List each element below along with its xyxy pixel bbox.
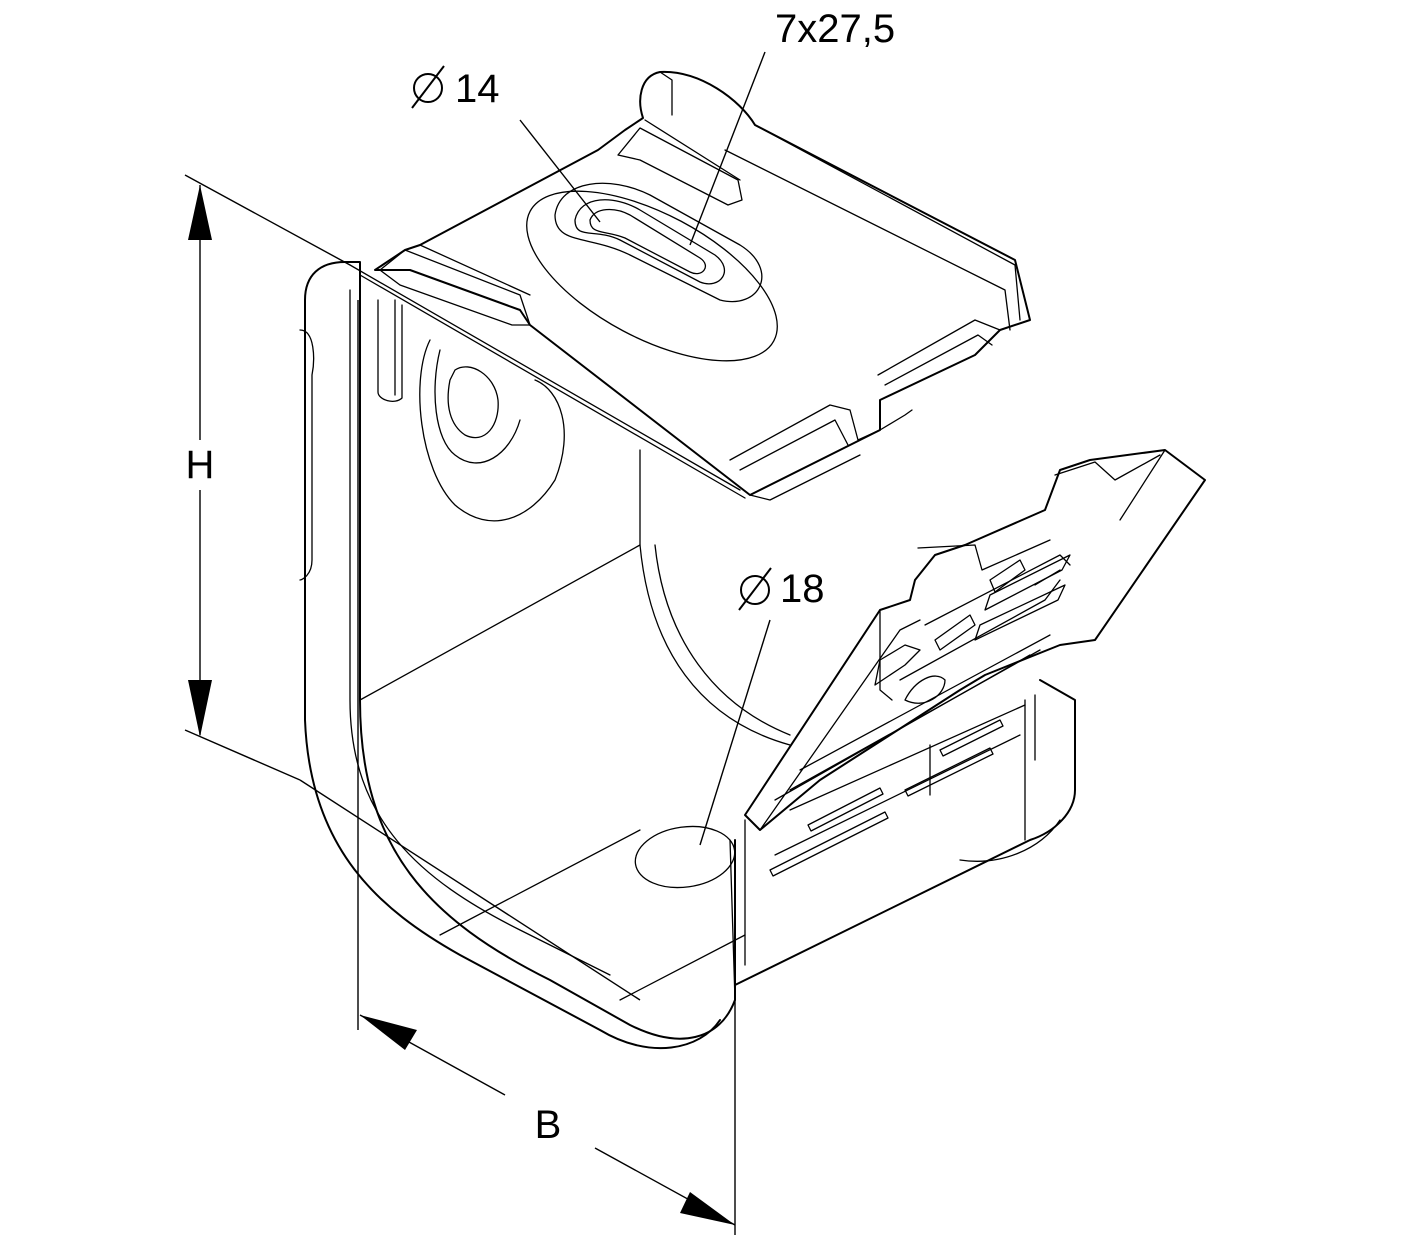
height-label: H: [186, 443, 215, 487]
bottom-hole: [634, 825, 736, 889]
top-plate: [349, 70, 1031, 501]
callout-hole-14: 14: [411, 65, 601, 223]
diameter-symbol-icon: [411, 65, 445, 109]
arrow-right: [680, 1192, 735, 1225]
width-label: B: [535, 1103, 562, 1147]
dimension-width: B: [299, 300, 736, 1235]
folded-label-tab: [744, 449, 1206, 831]
arrow-down: [188, 680, 212, 737]
callout-hole-18: 18: [699, 567, 825, 846]
dimension-height: H: [180, 174, 351, 781]
side-slots: [769, 704, 1026, 877]
slot-dimension-label: 7x27,5: [775, 7, 895, 51]
hole-top-label: 14: [455, 67, 500, 111]
lower-right-body: [734, 679, 1076, 986]
callout-slot: 7x27,5: [689, 7, 895, 246]
u-shaped-body: [299, 261, 791, 1050]
diameter-symbol-icon: [738, 567, 772, 611]
arrow-left: [360, 1015, 417, 1050]
hole-bottom-label: 18: [780, 567, 825, 611]
slot-hole: [526, 182, 778, 362]
arrow-up: [188, 185, 212, 240]
